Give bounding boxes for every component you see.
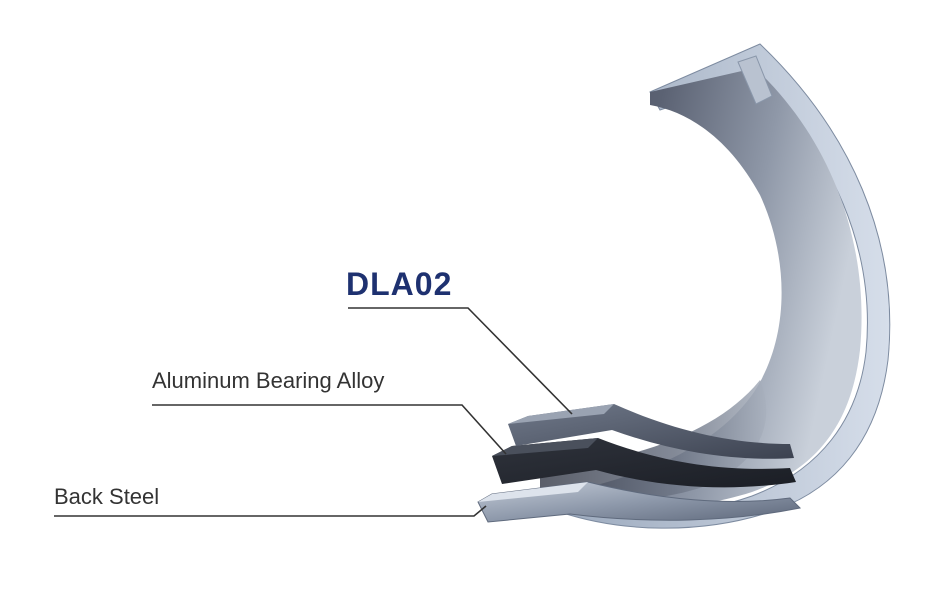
- back-steel-label: Back Steel: [54, 484, 160, 509]
- dla02-layer: [508, 404, 794, 459]
- product-label: DLA02: [346, 266, 453, 302]
- aluminum-alloy-top-face: [492, 438, 598, 456]
- leader-line-dla02: [348, 307, 573, 415]
- aluminum-alloy-label: Aluminum Bearing Alloy: [152, 368, 385, 393]
- leader-line-alloy: [152, 404, 507, 455]
- aluminum-alloy-layer: [492, 438, 796, 488]
- inner-bore-surface: [548, 68, 862, 509]
- leader-line-steel: [54, 505, 487, 517]
- locating-lug: [737, 55, 773, 105]
- back-steel-top-face: [478, 482, 588, 502]
- dla02-top-face: [508, 404, 614, 424]
